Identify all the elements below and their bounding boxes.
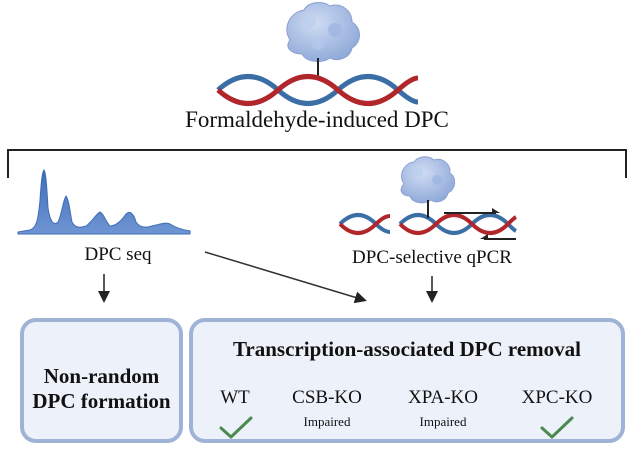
qpcr-dna-right-icon bbox=[398, 213, 517, 235]
condition-xpa-ko-label: XPA-KO bbox=[407, 387, 479, 408]
condition-csb-ko-label: CSB-KO bbox=[292, 387, 362, 408]
wt-check-icon bbox=[219, 416, 253, 439]
nonrandom-line2: DPC formation bbox=[32, 389, 171, 413]
nonrandom-line1: Non-random bbox=[43, 364, 160, 388]
nonrandom-formation-box: Non-random DPC formation bbox=[20, 318, 183, 443]
dpc-removal-box: Transcription-associated DPC removal WT … bbox=[189, 318, 625, 443]
arrow-seq-to-removal bbox=[204, 251, 367, 304]
condition-xpa-ko-status: Impaired bbox=[419, 414, 467, 429]
qpcr-dna-left-icon bbox=[338, 213, 391, 235]
qpcr-protein-icon bbox=[400, 156, 456, 218]
xpc-ko-check-icon bbox=[540, 416, 574, 439]
top-bracket bbox=[7, 149, 627, 178]
top-dna-helix bbox=[216, 74, 419, 106]
dpc-seq-label: DPC seq bbox=[84, 244, 152, 265]
condition-wt-label: WT bbox=[220, 387, 250, 408]
reverse-primer-icon bbox=[480, 234, 516, 240]
forward-primer-icon bbox=[444, 208, 500, 214]
nonrandom-formation-text: Non-random DPC formation bbox=[24, 364, 179, 414]
dpc-seq-peaks-icon bbox=[17, 169, 191, 235]
dpc-removal-title: Transcription-associated DPC removal bbox=[232, 337, 582, 361]
condition-xpc-ko-label: XPC-KO bbox=[521, 387, 593, 408]
dpc-qpcr-label: DPC-selective qPCR bbox=[352, 247, 512, 268]
condition-csb-ko-status: Impaired bbox=[303, 414, 351, 429]
top-protein-icon bbox=[286, 2, 360, 80]
figure-title: Formaldehyde-induced DPC bbox=[185, 107, 449, 132]
